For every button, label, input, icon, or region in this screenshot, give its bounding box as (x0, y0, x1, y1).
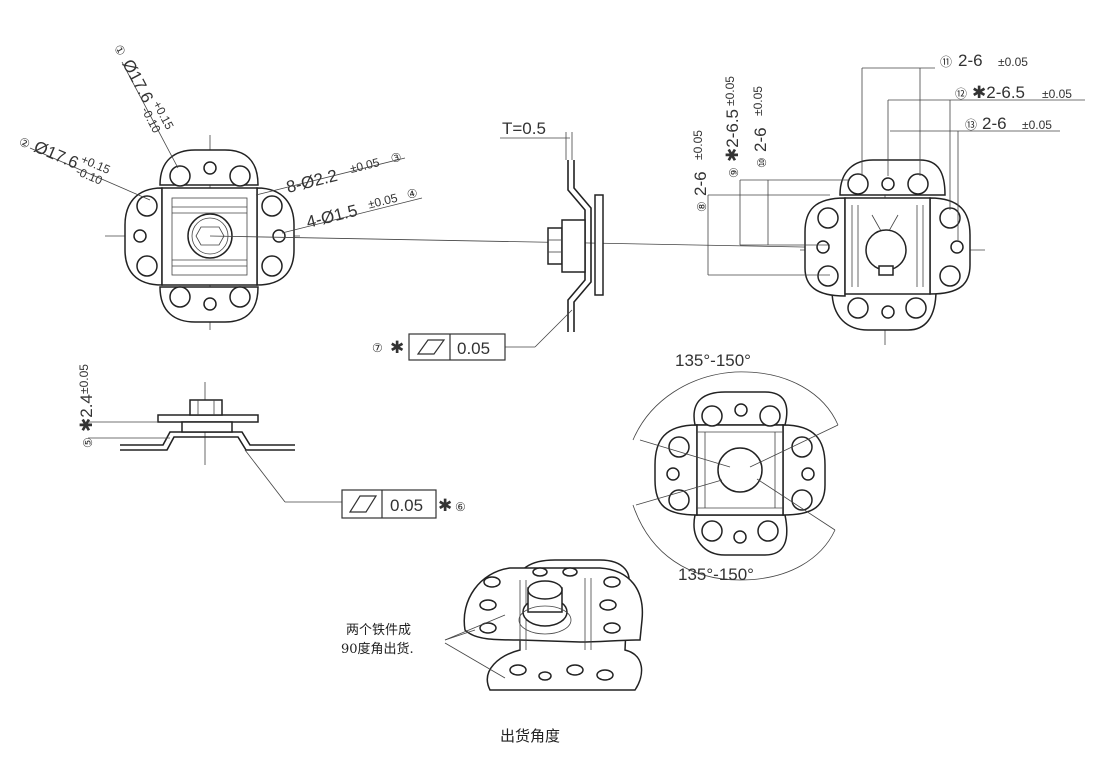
callout-8-tol: ±0.05 (691, 130, 705, 160)
callout-1-num: ① (111, 42, 128, 58)
callout-10-text: 2-6 (751, 127, 770, 152)
caption: 出货角度 (500, 727, 560, 745)
callout-11: ⑪ 2-6 ±0.05 (940, 51, 1028, 70)
angle-view: 135°-150° 135°-150° (632, 351, 839, 584)
callout-5-text: ✱2.4 (77, 394, 96, 432)
callout-4-text: 4-Ø1.5 (304, 201, 359, 232)
callout-2-diameter: Ø17.6 (31, 137, 81, 173)
callout-4: 4-Ø1.5 ±0.05 ④ (304, 186, 419, 232)
callout-3-tol: ±0.05 (348, 155, 381, 176)
callout-5-tol: ±0.05 (77, 364, 91, 394)
callout-12-tol: ±0.05 (1042, 87, 1072, 101)
callout-8-num: ⑧ (695, 201, 709, 212)
callout-8: ⑧ 2-6 ±0.05 (691, 130, 710, 212)
callout-12-text: ✱2-6.5 (972, 83, 1025, 102)
callout-12: ⑫ ✱2-6.5 ±0.05 (955, 83, 1072, 102)
note-line-2: 90度角出货. (341, 641, 414, 657)
callout-5-num: ⑤ (81, 437, 95, 448)
callout-10-tol: ±0.05 (751, 86, 765, 116)
callout-9-text: ✱2-6.5 (723, 109, 742, 162)
callout-9: ⑨ ✱2-6.5 ±0.05 (723, 76, 742, 178)
note-line-1: 两个铁件成 (346, 623, 411, 638)
callout-10-num: ⑩ (755, 157, 769, 168)
bottom-side-view (88, 382, 342, 503)
flatness-frame-6: 0.05 ✱ ⑥ (341, 489, 466, 519)
callout-4-num: ④ (405, 186, 419, 202)
callout-13-tol: ±0.05 (1022, 118, 1052, 132)
angle-bottom-label: 135°-150° (678, 565, 754, 584)
callout-10: ⑩ 2-6 ±0.05 (751, 86, 770, 168)
callout-4-tol: ±0.05 (366, 191, 399, 212)
callout-11-tol: ±0.05 (998, 55, 1028, 69)
callout-6-star: ✱ (438, 496, 452, 515)
callout-12-num: ⑫ (955, 87, 967, 101)
callout-5: ⑤ ✱2.4 ±0.05 (77, 364, 96, 448)
flatness-frame-7: ⑦ ✱ 0.05 (372, 333, 506, 361)
callout-3-num: ③ (389, 150, 403, 166)
callout-7-num: ⑦ (372, 341, 383, 355)
callout-9-num: ⑨ (727, 167, 741, 178)
callout-2-num: ② (17, 134, 32, 151)
callout-1-diameter: Ø17.6 (119, 56, 158, 106)
callout-1: ① Ø17.6 +0.15 -0.10 (111, 42, 177, 135)
flatness-icon (348, 495, 378, 513)
callout-13-text: 2-6 (982, 114, 1007, 133)
callout-13-num: ⑬ (965, 118, 977, 132)
isometric-view (444, 559, 644, 691)
callout-7-value: 0.05 (457, 339, 490, 358)
callout-2: ② Ø17.6 +0.15 -0.10 (17, 134, 113, 187)
callout-11-text: 2-6 (958, 51, 983, 70)
callout-8-text: 2-6 (691, 171, 710, 196)
flatness-icon (416, 339, 446, 355)
callout-6-value: 0.05 (390, 496, 423, 515)
back-view (707, 67, 1085, 345)
callout-9-tol: ±0.05 (723, 76, 737, 106)
front-view (29, 61, 423, 330)
callout-7-star: ✱ (390, 338, 404, 357)
callout-13: ⑬ 2-6 ±0.05 (965, 114, 1052, 133)
side-view: T=0.5 (500, 119, 604, 348)
callout-6-num: ⑥ (455, 500, 466, 514)
callout-3-text: 8-Ø2.2 (284, 166, 339, 197)
callout-11-num: ⑪ (940, 55, 952, 69)
angle-top-label: 135°-150° (675, 351, 751, 370)
thickness-label: T=0.5 (502, 119, 546, 138)
